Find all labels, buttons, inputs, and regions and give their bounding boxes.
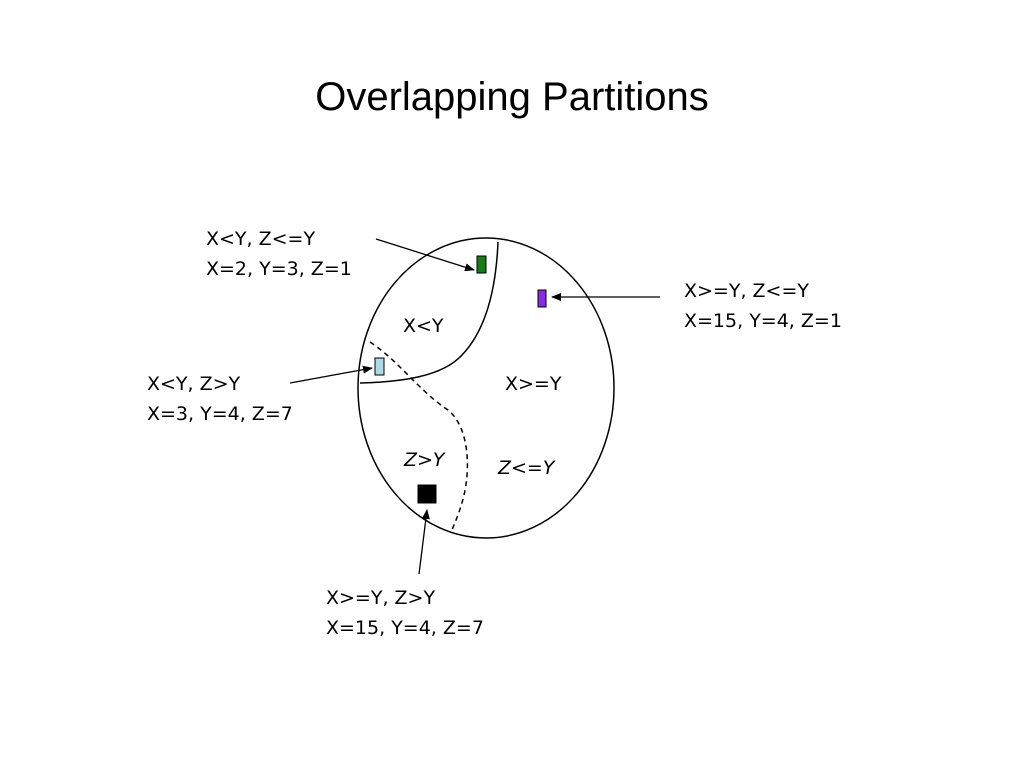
callout-bottom-values: X=15, Y=4, Z=7: [326, 617, 484, 639]
marker-green: [476, 255, 487, 274]
marker-lightblue: [374, 357, 385, 376]
callout-mid-left-values: X=3, Y=4, Z=7: [147, 403, 293, 425]
callout-mid-left: X<Y, Z>Y X=3, Y=4, Z=7: [147, 373, 293, 425]
domain-ellipse: [357, 237, 615, 539]
region-label-x-less-y: X<Y: [403, 315, 444, 337]
callout-right: X>=Y, Z<=Y X=15, Y=4, Z=1: [684, 280, 842, 332]
callout-top-left-condition: X<Y, Z<=Y: [206, 228, 315, 250]
region-label-x-ge-y: X>=Y: [505, 373, 562, 395]
region-label-z-gt-y: Z>Y: [403, 449, 446, 471]
callout-bottom-condition: X>=Y, Z>Y: [326, 587, 435, 609]
arrow-mid-left: [289, 365, 373, 384]
slide-title: Overlapping Partitions: [315, 75, 709, 119]
callout-right-values: X=15, Y=4, Z=1: [684, 310, 842, 332]
partition-boundary-z-y: [369, 341, 469, 531]
partition-boundary-x-y: [359, 241, 499, 384]
callout-right-condition: X>=Y, Z<=Y: [684, 280, 809, 302]
arrow-top-left: [375, 238, 475, 272]
callout-top-left: X<Y, Z<=Y X=2, Y=3, Z=1: [206, 228, 352, 280]
callout-top-left-values: X=2, Y=3, Z=1: [206, 258, 352, 280]
callout-mid-left-condition: X<Y, Z>Y: [147, 373, 241, 395]
region-label-z-le-y: Z<=Y: [497, 457, 556, 479]
arrow-bottom: [418, 509, 430, 575]
marker-purple: [537, 289, 547, 308]
callout-bottom: X>=Y, Z>Y X=15, Y=4, Z=7: [326, 587, 484, 639]
marker-black: [417, 484, 437, 504]
